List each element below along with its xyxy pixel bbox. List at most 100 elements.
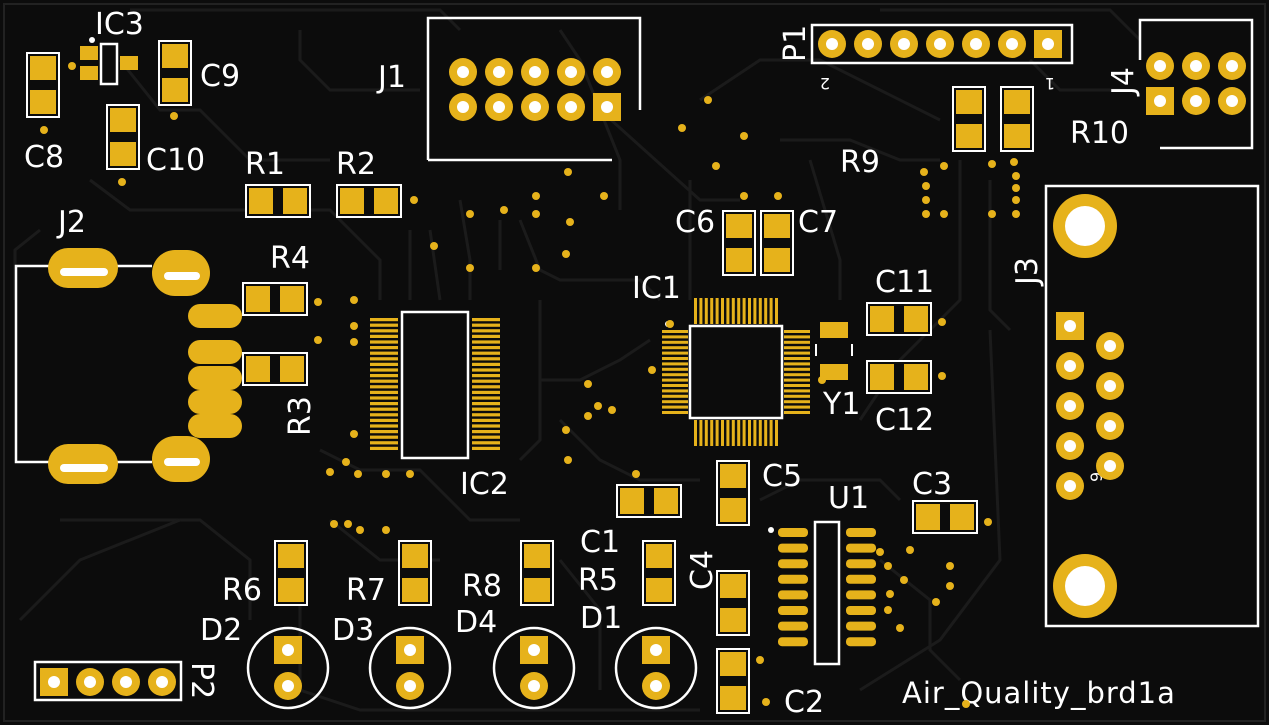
ic2-pin	[370, 351, 398, 355]
ic1-pin	[784, 378, 810, 382]
p1-pin2-mark: 2	[820, 74, 830, 93]
p1-pin-drill	[934, 38, 946, 50]
d2-label: D2	[200, 613, 242, 648]
via	[566, 218, 574, 226]
via	[600, 192, 608, 200]
ic1-body	[688, 324, 784, 420]
p1-outline	[810, 23, 1074, 65]
via	[350, 322, 358, 330]
u1-pin	[846, 543, 876, 553]
u1-pin	[778, 590, 808, 600]
via	[946, 562, 954, 570]
ic1-pin	[699, 420, 703, 446]
via	[988, 210, 996, 218]
ic2-pin	[472, 418, 500, 422]
ic1-pin	[784, 405, 810, 409]
via	[564, 456, 572, 464]
c9-label: C9	[200, 59, 240, 94]
ic1-pin	[662, 367, 688, 371]
ic2-pin	[472, 318, 500, 322]
ic2-pin	[370, 346, 398, 350]
j3-pin-drill	[1064, 440, 1076, 452]
ic2-pin	[472, 424, 500, 428]
ic2-pin	[370, 357, 398, 361]
via	[740, 192, 748, 200]
via	[940, 210, 948, 218]
c8-pad-2	[30, 90, 56, 114]
y1-outline	[815, 344, 853, 356]
ic1-pin	[662, 357, 688, 360]
led-pin-drill	[528, 680, 540, 692]
via	[938, 318, 946, 326]
via	[884, 606, 892, 614]
c5-pad-1	[720, 464, 746, 488]
via	[940, 162, 948, 170]
ic1-pin	[764, 420, 768, 446]
r10-label: R10	[1070, 116, 1129, 151]
ic2-pin	[472, 379, 500, 383]
via	[1012, 172, 1020, 180]
c7-label: C7	[798, 205, 838, 240]
via	[608, 406, 616, 414]
ic1-pin	[694, 298, 697, 324]
c9-pad-2	[162, 78, 188, 102]
ic1-pin	[784, 346, 810, 350]
ic1-pin	[784, 389, 810, 393]
ic1-pin	[769, 298, 773, 324]
via	[666, 320, 674, 328]
y1-pad	[820, 322, 848, 338]
c8-label: C8	[24, 140, 64, 175]
ic2-pin	[472, 351, 500, 355]
j2-slot	[164, 272, 200, 280]
via	[678, 124, 686, 132]
j3-pin-drill	[1104, 460, 1116, 472]
ic1-pin	[784, 335, 810, 339]
r1-label: R1	[245, 147, 285, 182]
c10-label: C10	[146, 143, 205, 178]
led-outlines	[246, 626, 698, 710]
ic3-pad	[120, 56, 138, 70]
via	[1010, 158, 1018, 166]
u1-pin	[778, 621, 808, 631]
ic1-pin	[699, 298, 703, 324]
ic1-pin	[721, 298, 724, 324]
c12-pad-1	[870, 364, 894, 390]
ic2-pin	[472, 413, 500, 417]
ic2-pin	[370, 424, 398, 428]
via	[354, 470, 362, 478]
c3-label: C3	[912, 467, 952, 502]
ic2-pin	[472, 334, 500, 338]
ic3-pad	[80, 66, 98, 80]
led-pin-drill	[650, 644, 662, 656]
via	[922, 196, 930, 204]
ic1-pin	[784, 357, 810, 360]
y1-label: Y1	[822, 387, 860, 422]
via	[946, 582, 954, 590]
ic1-pin	[784, 362, 810, 366]
ic1-pin	[694, 420, 697, 446]
ic1-pin	[737, 298, 741, 324]
via	[118, 178, 126, 186]
ic2-pin	[370, 334, 398, 338]
ic1-pin	[726, 298, 730, 324]
via	[410, 196, 418, 204]
via	[876, 548, 884, 556]
via	[900, 576, 908, 584]
led-pin-drill	[404, 680, 416, 692]
via	[704, 96, 712, 104]
d1-outline	[614, 626, 698, 710]
via	[356, 526, 364, 534]
ic2-pin	[472, 374, 500, 378]
ic2-pin	[370, 323, 398, 327]
r4-label: R4	[270, 241, 310, 276]
copper-traces	[13, 8, 1142, 712]
via	[938, 372, 946, 380]
ic1-pin	[748, 420, 751, 446]
p1-pin1-mark: 1	[1045, 74, 1055, 93]
r7-pad-1	[402, 544, 428, 568]
via	[330, 520, 338, 528]
j1-pin-drill	[529, 66, 541, 78]
ic2-pin	[370, 396, 398, 400]
via	[562, 426, 570, 434]
ic2-pin	[472, 446, 500, 450]
